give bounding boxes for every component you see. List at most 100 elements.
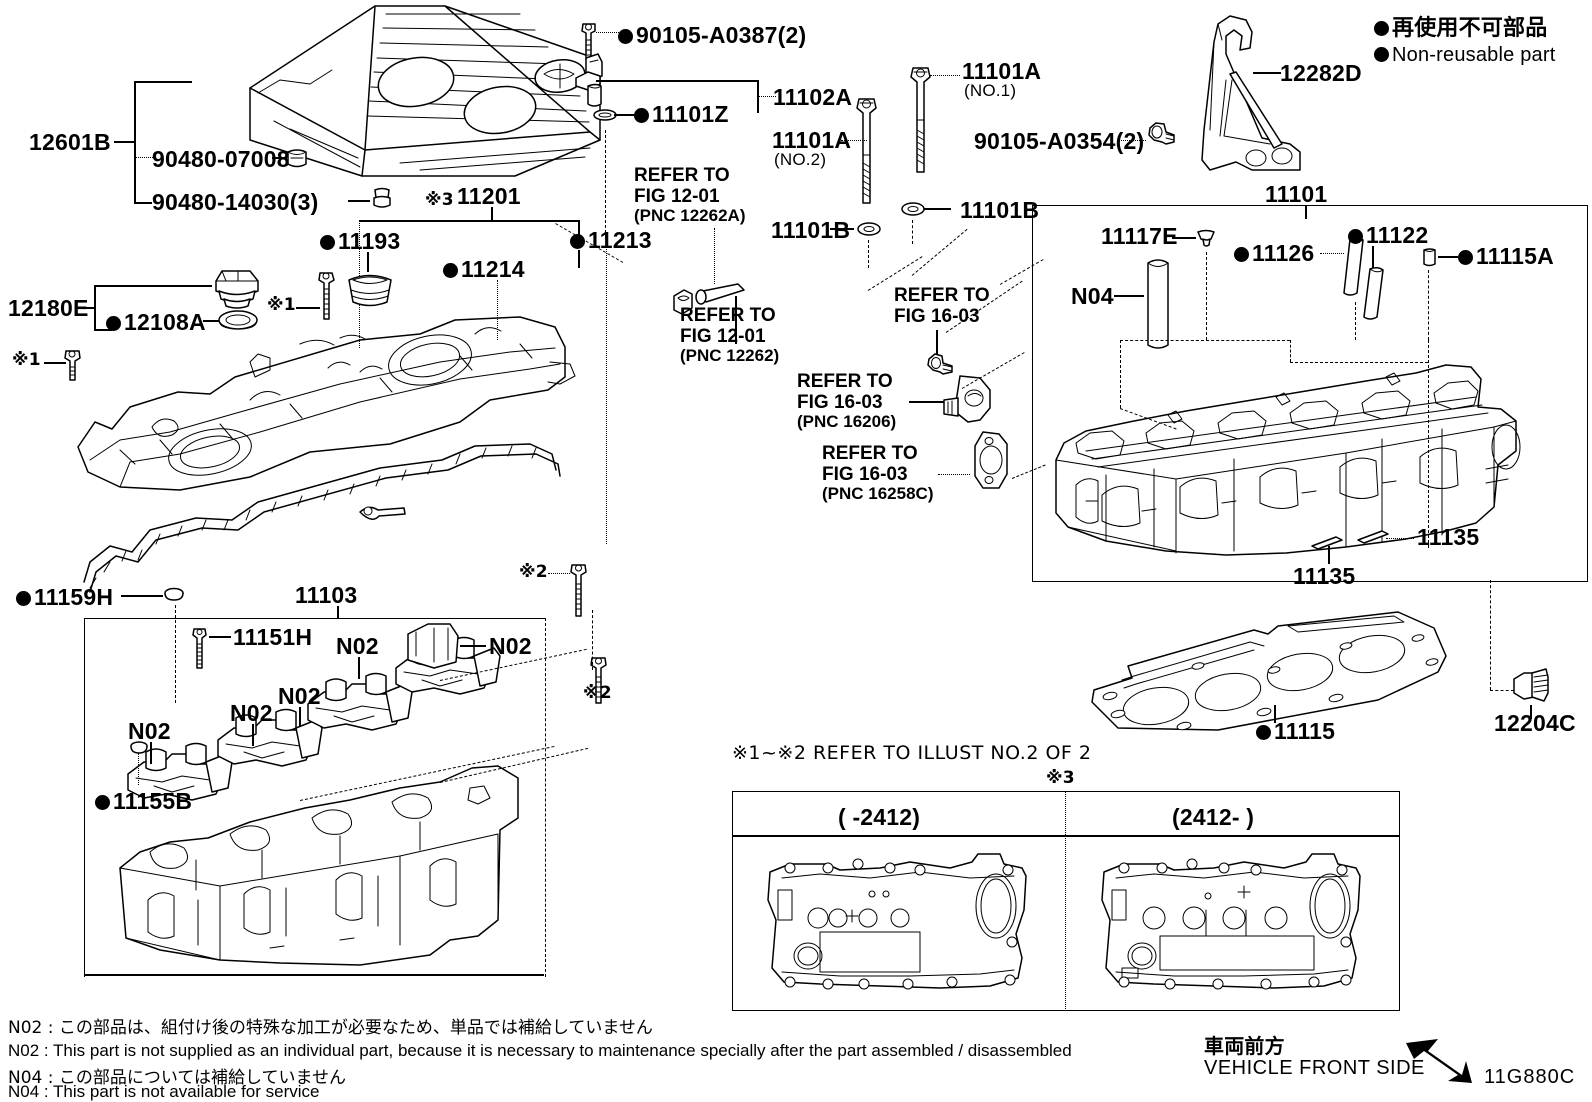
part-label-11101B-upper: 11101B [960,197,1040,223]
part-label-11135-right: 11135 [1417,524,1480,550]
part-label-90480-14030: 90480-14030(3) [152,189,319,215]
part-label-11101A-no2: 11101A [772,127,852,153]
leader-11126 [1320,253,1344,254]
nonreusable-dot-11115 [1256,725,1271,740]
leader-11122-stem [1372,246,1374,268]
label-N02-3: N02 [278,683,321,709]
refer-block-16206: REFER TO FIG 16-03 (PNC 16206) [797,371,896,431]
leader-12204C-stem [1530,705,1532,719]
water-inlet-gasket-16258C-illustration [974,431,1008,489]
dash-11101Z-down [605,130,606,238]
part-label-11102A: 11102A [773,84,853,110]
dowel-pin-11135-lower-illustration [1311,536,1343,550]
bracket-12180e-top [94,285,212,287]
marker-kome1-left: ※1 [12,350,41,370]
nonreusable-dot-11126 [1234,247,1249,262]
note-N04-en: N04 : This part is not available for ser… [8,1082,320,1101]
refer-line2-16206: FIG 16-03 [797,391,883,413]
cylinder-head-illustration [1055,364,1521,556]
bracket-11102A [757,80,759,113]
variant-head-cover-2412-before-illustration [767,853,1027,990]
leader-11155B [138,753,139,785]
part-label-12601B: 12601B [29,129,111,155]
bolt-1603-illustration [927,353,953,375]
label-N02-2: N02 [230,700,273,726]
engine-cover-illustration [249,5,601,177]
marker-kome3-11201: ※3 [425,190,454,210]
variant-col2-label: (2412- ) [1172,804,1255,830]
plug-11159H-illustration [164,587,184,601]
note-N04-jp: N04 : この部品については補給していません [8,1068,347,1088]
valve-guide-11122-illustration [1363,266,1384,320]
illust-ref-note: ※1~※2 REFER TO ILLUST NO.2 OF 2 [732,742,1092,764]
oil-filler-cap-illustration [215,270,259,309]
nonreusable-dot-11122 [1348,229,1363,244]
part-sublabel-11101A-no1: (NO.1) [964,81,1017,100]
legend-nonreusable-en: Non-reusable part [1374,44,1556,67]
filler-neck-gasket-illustration [348,274,392,307]
washer-11101B-lower-illustration [857,222,881,236]
leader-90480-14030 [348,200,370,202]
variant-table-box [732,791,1400,1011]
dash-11115A [1428,270,1429,340]
part-label-12180E: 12180E [8,295,89,321]
part-label-11101: 11101 [1265,181,1328,207]
leader-N04 [1114,295,1144,297]
leader-11135-right [1386,538,1414,539]
bracket-12601b-bottom [134,202,152,204]
part-label-90105-A0354: 90105-A0354(2) [974,128,1145,154]
leader-11159H-dashed [175,605,176,703]
label-N02-4: N02 [336,633,379,659]
part-sublabel-11101A-no2: (NO.2) [774,150,827,169]
part-label-11122: 11122 [1348,222,1428,249]
valve-cover-gasket-illustration [83,443,561,593]
part-label-11103: 11103 [295,582,358,608]
bracket-11201-right [578,220,580,238]
leader-11101-stem [1305,205,1307,219]
dash-11126 [1355,302,1356,340]
cylinder-head-block-illustration [119,765,519,966]
bolt-kome2-upper-illustration [570,564,587,617]
part-label-11115: 11115 [1256,718,1335,745]
part-label-11135-bottom: 11135 [1293,563,1356,589]
leader-12262A [714,228,715,284]
nonreusable-dot-11193 [320,235,335,250]
dash-head-proj-1 [1120,340,1290,341]
washer-11101B-upper-illustration [901,202,925,216]
leader-11102A-top [596,80,758,82]
nonreusable-dot-12108A [106,316,121,331]
plug-11117E-illustration [1197,229,1215,247]
leader-kome1-left [44,362,66,364]
refer-pnc-16258C: (PNC 16258C) [822,484,934,504]
part-label-11213: 11213 [570,227,652,254]
refer-line2-1603-top: FIG 16-03 [894,305,980,327]
note-N02-jp: N02 : この部品は、組付け後の特殊な加工が必要なため、単品では補給していませ… [8,1018,653,1038]
nonreusable-dot-11213 [570,234,585,249]
part-label-11117E: 11117E [1101,223,1178,249]
legend-dot-jp [1374,21,1389,36]
leader-N02-4 [358,657,360,679]
dash-kome2-right [592,610,593,670]
box-11103-bottom [84,974,544,976]
part-label-90105-A0387: 90105-A0387(2) [618,22,806,49]
refer-line1-16206: REFER TO [797,371,893,392]
leader-12180e [82,307,95,309]
camshaft-position-sensor-illustration [575,53,603,107]
note-N02-en: N02 : This part is not supplied as an in… [8,1041,1072,1060]
leader-11214-stem [578,250,580,268]
leader-11101A-no1 [930,75,960,76]
leader-N02-1 [150,742,152,764]
refer-block-1603-top: REFER TO FIG 16-03 [894,285,990,327]
variant-col1-label: ( -2412) [838,804,921,830]
leader-90480-07008-b [272,157,287,159]
legend-nonreusable-jp: 再使用不可部品 [1374,10,1547,42]
leader-kome1-cap [296,307,320,309]
label-N02-5: N02 [489,633,532,659]
leader-11101B-lower [830,228,854,230]
leader-11115 [1274,705,1276,723]
refer-block-12262A: REFER TO FIG 12-01 (PNC 12262A) [634,165,746,225]
leader-12262-stem [735,296,737,344]
refer-line1-16258C: REFER TO [822,443,918,464]
front-marker-en: VEHICLE FRONT SIDE [1204,1057,1425,1079]
